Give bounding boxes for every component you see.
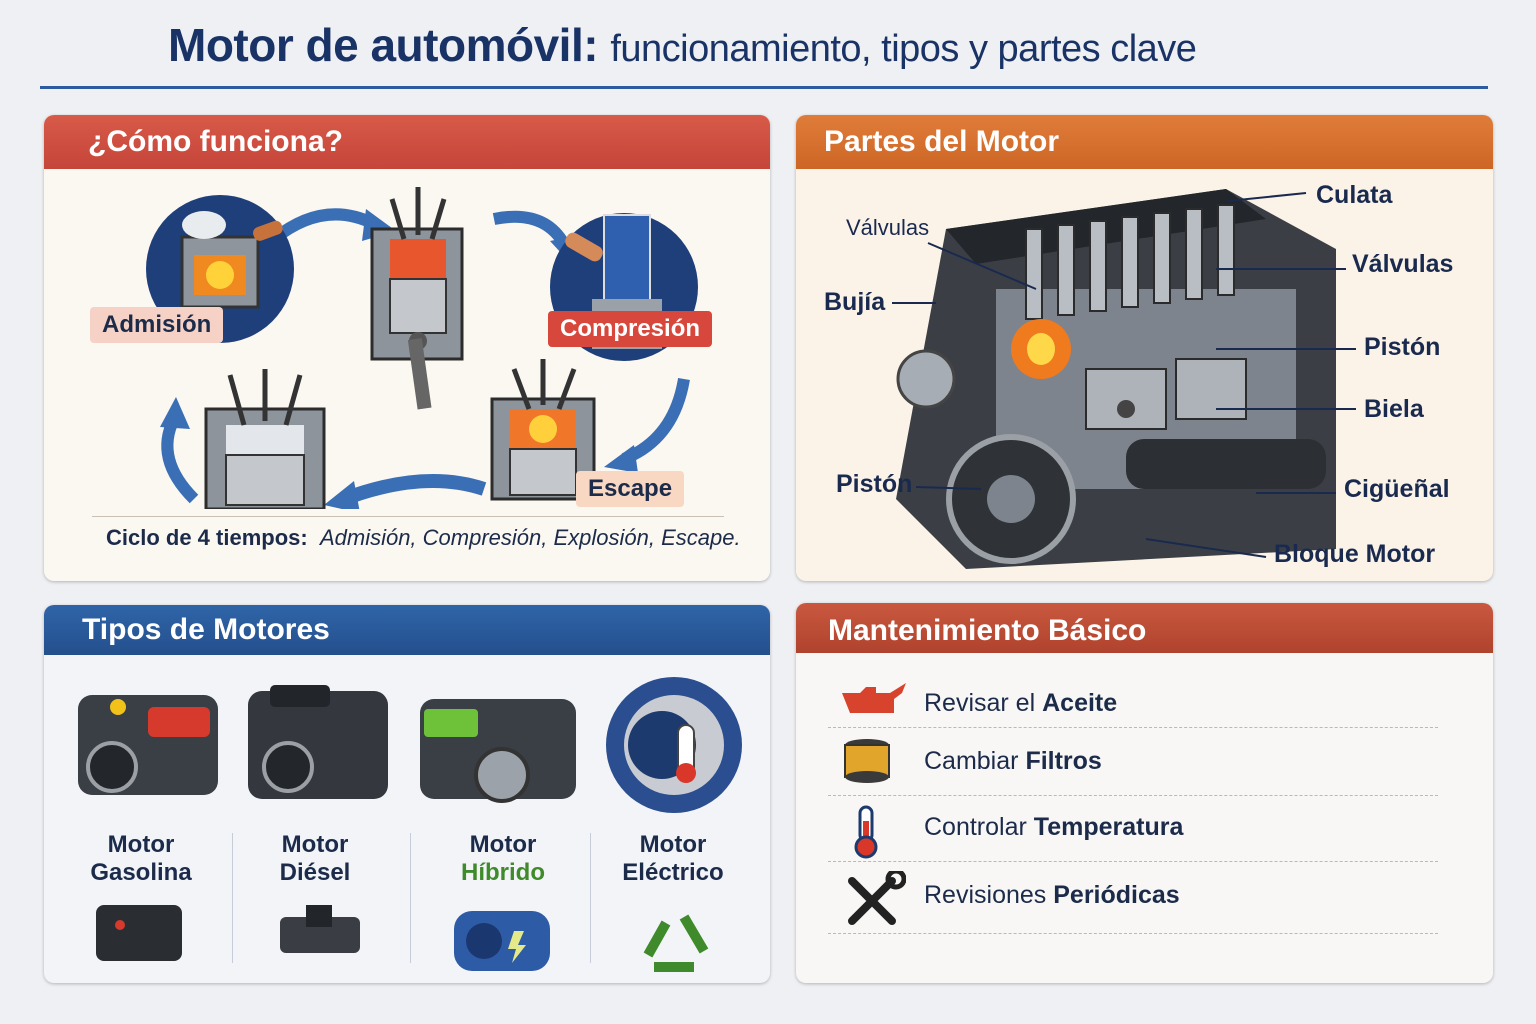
type-gasolina-line2: Gasolina xyxy=(90,859,192,886)
maint-divider-4 xyxy=(828,933,1438,934)
maint-filtros-bold: Filtros xyxy=(1025,747,1102,775)
maint-periodicas-bold: Periódicas xyxy=(1053,881,1180,909)
engine-parts-panel: Partes del Motor xyxy=(796,115,1493,581)
battery-icon xyxy=(96,905,182,961)
type-separator-1 xyxy=(232,833,233,963)
recycle-icon xyxy=(643,914,709,972)
part-label-bujia: Bujía xyxy=(824,288,886,316)
part-label-valvulas-right: Válvulas xyxy=(1352,250,1454,278)
maint-aceite-pre: Revisar el xyxy=(924,689,1036,717)
part-label-ciguenal: Cigüeñal xyxy=(1344,475,1450,503)
cycle-divider xyxy=(92,516,724,517)
hybrid-engine-icon xyxy=(420,699,576,803)
type-hibrido-line1: Motor xyxy=(469,831,537,858)
diesel-pump-icon xyxy=(280,905,360,953)
tools-icon xyxy=(848,871,906,925)
type-gasolina-line1: Motor xyxy=(107,831,175,858)
type-electrico-line2: Eléctrico xyxy=(622,859,724,886)
type-diesel-line2: Diésel xyxy=(279,859,351,886)
part-label-piston-left: Pistón xyxy=(836,470,913,498)
maint-divider-2 xyxy=(828,795,1438,796)
type-electrico-line1: Motor xyxy=(639,831,707,858)
engine-types-header: Tipos de Motores xyxy=(44,605,770,655)
diesel-engine-icon xyxy=(248,685,388,799)
type-diesel-line1: Motor xyxy=(281,831,349,858)
how-it-works-header: ¿Cómo funciona? xyxy=(44,115,770,169)
part-label-culata: Culata xyxy=(1316,181,1393,209)
engine-illustration xyxy=(892,189,1356,569)
cycle-caption-stages: Admisión, Compresión, Explosión, Escape. xyxy=(319,525,741,550)
part-label-bloque-motor: Bloque Motor xyxy=(1274,540,1436,568)
maint-item-periodicas: Revisiones Periódicas xyxy=(924,881,1180,910)
part-label-valvulas-left: Válvulas xyxy=(846,215,930,240)
title-bold: Motor de automóvil: xyxy=(168,19,599,71)
maintenance-header: Mantenimiento Básico xyxy=(796,603,1493,653)
stage-label-compresion: Compresión xyxy=(548,311,713,347)
how-it-works-panel: ¿Cómo funciona? xyxy=(44,115,770,581)
part-label-piston-right: Pistón xyxy=(1364,333,1441,361)
thermometer-icon xyxy=(854,805,878,859)
gasoline-engine-icon xyxy=(78,695,218,795)
stage-label-escape: Escape xyxy=(576,471,685,507)
title-rule xyxy=(40,86,1488,89)
cycle-caption-bold: Ciclo de 4 tiempos: xyxy=(106,525,308,550)
electric-motor-icon xyxy=(606,677,742,813)
title-subtitle: funcionamiento, tipos y partes clave xyxy=(610,28,1197,70)
cycle-caption: Ciclo de 4 tiempos: Admisión, Compresión… xyxy=(106,525,741,551)
engine-parts-header: Partes del Motor xyxy=(796,115,1493,169)
engine-types-illustrations xyxy=(78,677,742,972)
maint-filtros-pre: Cambiar xyxy=(924,747,1019,775)
maint-divider-3 xyxy=(828,861,1438,862)
maint-temperatura-bold: Temperatura xyxy=(1033,813,1184,841)
maintenance-panel: Mantenimiento Básico Revisar el Aceite C… xyxy=(796,603,1493,983)
engine-types-panel: Tipos de Motores xyxy=(44,605,770,983)
maint-temperatura-pre: Controlar xyxy=(924,813,1027,841)
oil-can-icon xyxy=(842,683,906,713)
part-label-biela: Biela xyxy=(1364,395,1424,423)
maint-item-temperatura: Controlar Temperatura xyxy=(924,813,1183,842)
electric-unit-icon xyxy=(454,911,550,971)
page-title: Motor de automóvil: funcionamiento, tipo… xyxy=(168,18,1197,72)
maint-divider-1 xyxy=(828,727,1438,728)
four-stroke-diagram xyxy=(146,187,698,509)
stage-label-admision: Admisión xyxy=(90,307,224,343)
type-separator-2 xyxy=(410,833,411,963)
filter-icon xyxy=(844,739,890,783)
type-hibrido-line2: Híbrido xyxy=(461,859,545,886)
maint-periodicas-pre: Revisiones xyxy=(924,881,1047,909)
type-separator-3 xyxy=(590,833,591,963)
maint-item-filtros: Cambiar Filtros xyxy=(924,747,1102,776)
maint-aceite-bold: Aceite xyxy=(1042,689,1118,717)
maint-item-aceite: Revisar el Aceite xyxy=(924,689,1117,718)
